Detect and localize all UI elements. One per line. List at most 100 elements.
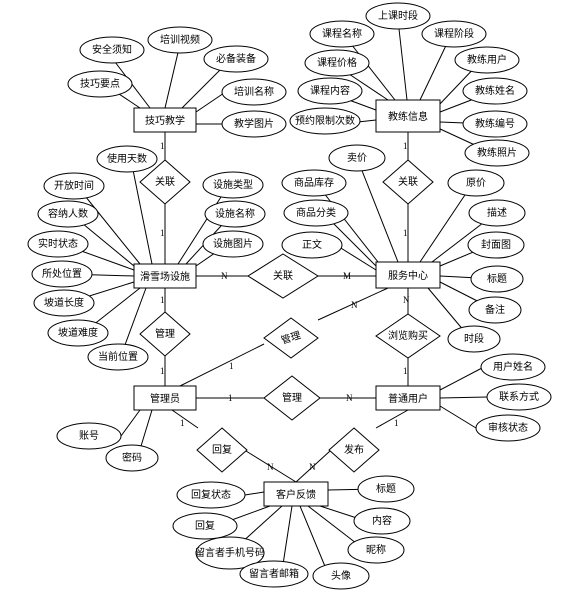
attribute-label: 教学图片 bbox=[234, 117, 274, 130]
attribute-changdi-2: 设施类型 bbox=[202, 171, 264, 199]
entity-jiqiao: 技巧教学 bbox=[133, 107, 197, 133]
attribute-label: 所处位置 bbox=[42, 267, 82, 280]
attribute-feedback-7: 头像 bbox=[312, 562, 370, 590]
attribute-label: 商品分类 bbox=[296, 206, 336, 219]
attribute-label: 卖价 bbox=[347, 152, 367, 164]
card-admin-fb-bottom: N bbox=[267, 462, 274, 472]
attribute-label: 上课时段 bbox=[378, 9, 418, 22]
attribute-label: 培训名称 bbox=[234, 85, 274, 98]
card-jq-top: 1 bbox=[160, 141, 165, 151]
entity-user: 普通用户 bbox=[375, 385, 441, 411]
card-admin-user-right: N bbox=[346, 393, 353, 403]
card-admin-fb-top: 1 bbox=[180, 418, 185, 428]
attribute-changdi-10: 当前位置 bbox=[87, 343, 149, 371]
card-cd-admin-top: 1 bbox=[160, 295, 165, 305]
attribute-fuwu-5: 正文 bbox=[281, 231, 343, 259]
attribute-label: 商品库存 bbox=[294, 176, 334, 189]
attribute-feedback-0: 回复状态 bbox=[176, 481, 246, 509]
relationship-label: 关联 bbox=[273, 269, 293, 282]
attribute-jiqiao-2: 技巧要点 bbox=[67, 70, 133, 98]
attribute-feedback-5: 昵称 bbox=[347, 536, 405, 564]
entity-admin: 管理员 bbox=[133, 385, 197, 411]
card-admin-fw-left: 1 bbox=[229, 361, 234, 371]
attribute-label: 课程价格 bbox=[317, 56, 357, 69]
attribute-label: 描述 bbox=[487, 206, 507, 219]
attribute-label: 课程阶段 bbox=[434, 27, 474, 40]
card-user-fb-bottom: N bbox=[309, 462, 316, 472]
relationship-admin-user: 管理 bbox=[263, 375, 321, 421]
card-cd-fw-left: N bbox=[221, 271, 228, 281]
attribute-label: 教练编号 bbox=[475, 117, 515, 130]
attribute-user-0: 用户姓名 bbox=[480, 353, 546, 381]
attribute-label: 密码 bbox=[122, 451, 142, 464]
attribute-jiaolian-0: 上课时段 bbox=[365, 2, 431, 30]
card-jl-top: 1 bbox=[403, 141, 408, 151]
entity-feedback: 客户反馈 bbox=[263, 481, 329, 507]
attribute-label: 设施类型 bbox=[213, 178, 253, 191]
attribute-label: 标题 bbox=[487, 273, 507, 285]
relationship-label: 发布 bbox=[344, 443, 364, 456]
attribute-label: 设施图片 bbox=[213, 237, 253, 250]
relationship-label: 关联 bbox=[155, 175, 175, 188]
card-cd-fw-right: M bbox=[343, 271, 351, 281]
attribute-fuwu-2: 原价 bbox=[447, 169, 505, 197]
entity-label: 教练信息 bbox=[388, 110, 428, 123]
attribute-label: 联系方式 bbox=[499, 390, 539, 403]
attribute-label: 安全须知 bbox=[92, 43, 132, 56]
attribute-label: 教练用户 bbox=[467, 53, 507, 66]
attribute-fuwu-4: 描述 bbox=[468, 199, 526, 227]
attribute-fuwu-3: 商品分类 bbox=[283, 199, 349, 227]
card-admin-fw-right: N bbox=[351, 300, 358, 310]
cardinality-labels: 1 1 1 1 N M 1 1 1 N N 1 1 N 1 N 1 N bbox=[160, 141, 410, 472]
relationship-label: 回复 bbox=[212, 443, 232, 456]
attribute-label: 坡道长度 bbox=[44, 296, 84, 309]
attribute-fuwu-9: 时段 bbox=[447, 325, 501, 353]
attribute-label: 使用天数 bbox=[107, 152, 147, 165]
attribute-label: 昵称 bbox=[366, 543, 386, 556]
relationship-label: 管理 bbox=[282, 391, 302, 404]
relationship-jiaolian-fuwu: 关联 bbox=[382, 159, 434, 205]
attribute-label: 留言者邮箱 bbox=[249, 567, 299, 580]
attribute-feedback-1: 标题 bbox=[357, 475, 415, 503]
entity-label: 技巧教学 bbox=[145, 114, 185, 127]
attribute-label: 原价 bbox=[466, 177, 486, 189]
attribute-admin-1: 密码 bbox=[105, 444, 159, 472]
card-user-fb-top: 1 bbox=[394, 418, 399, 428]
attribute-label: 坡道难度 bbox=[58, 326, 98, 339]
attribute-changdi-0: 使用天数 bbox=[96, 145, 158, 173]
relationship-changdi-fuwu: 关联 bbox=[247, 253, 319, 299]
attribute-changdi-6: 设施图片 bbox=[202, 230, 264, 258]
card-admin-user-left: 1 bbox=[228, 393, 233, 403]
attribute-fuwu-7: 标题 bbox=[470, 265, 524, 293]
attribute-label: 必备装备 bbox=[216, 52, 256, 65]
attribute-jiaolian-8: 教练编号 bbox=[462, 110, 528, 138]
attribute-label: 账号 bbox=[79, 430, 99, 442]
attribute-label: 教练照片 bbox=[477, 146, 517, 159]
attribute-jiaolian-2: 课程阶段 bbox=[421, 20, 487, 48]
attribute-jiaolian-5: 课程内容 bbox=[297, 77, 363, 105]
attribute-fuwu-0: 卖价 bbox=[328, 144, 386, 172]
card-user-fw-bottom: 1 bbox=[403, 366, 408, 376]
attribute-jiaolian-4: 教练用户 bbox=[454, 46, 520, 74]
attribute-label: 技巧要点 bbox=[80, 77, 120, 90]
attribute-jiqiao-0: 安全须知 bbox=[79, 36, 145, 64]
attribute-label: 当前位置 bbox=[98, 350, 138, 363]
attribute-changdi-1: 开放时间 bbox=[43, 172, 105, 200]
entity-changdi: 滑雪场设施 bbox=[133, 263, 197, 289]
attribute-label: 培训视频 bbox=[160, 33, 200, 46]
card-cd-admin-bottom: 1 bbox=[160, 366, 165, 376]
attribute-jiaolian-3: 课程价格 bbox=[304, 49, 370, 77]
relationship-label: 管理 bbox=[155, 327, 175, 340]
card-jl-bottom: 1 bbox=[403, 228, 408, 238]
attribute-jiaolian-9: 教练照片 bbox=[464, 139, 530, 167]
attribute-label: 时段 bbox=[464, 332, 484, 345]
attribute-label: 标题 bbox=[376, 483, 396, 495]
attribute-jiaolian-6: 教练姓名 bbox=[462, 77, 528, 105]
attribute-label: 审核状态 bbox=[488, 421, 528, 434]
attribute-admin-0: 账号 bbox=[56, 422, 122, 450]
card-jq-bottom: 1 bbox=[160, 228, 165, 238]
attribute-feedback-4: 留言者手机号码 bbox=[195, 536, 265, 570]
attribute-label: 封面图 bbox=[481, 238, 511, 251]
entity-label: 服务中心 bbox=[388, 269, 428, 282]
attribute-changdi-9: 坡道难度 bbox=[47, 319, 109, 347]
